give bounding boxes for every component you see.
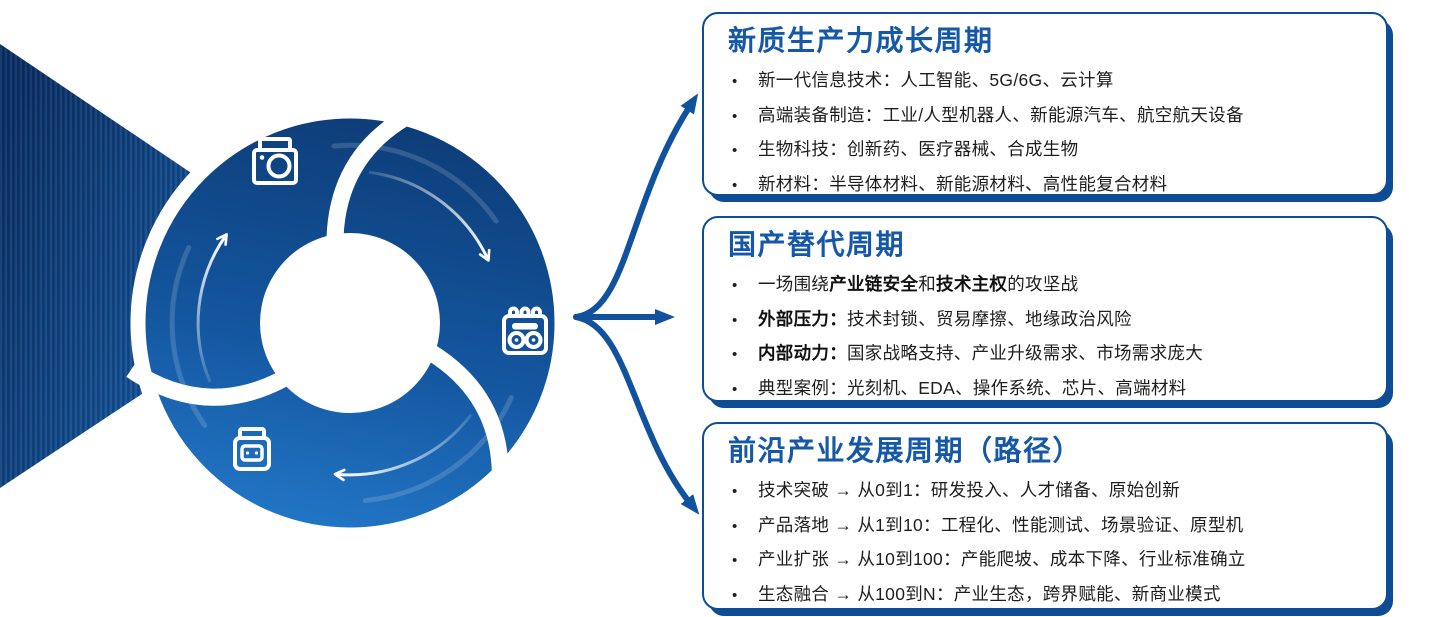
- branch-arrows: [573, 93, 700, 515]
- branch-arrow-top: [573, 93, 699, 320]
- bullet-dot: •: [732, 142, 738, 159]
- bullet-item: • 产业扩张 → 从10到100：产能爬坡、成本下降、行业标准确立: [728, 543, 1366, 578]
- bullet-item: • 外部压力：技术封锁、贸易摩擦、地缘政治风险: [728, 303, 1366, 338]
- bullet-text: 产业扩张 → 从10到100：产能爬坡、成本下降、行业标准确立: [758, 549, 1246, 569]
- bullet-text: 新一代信息技术：人工智能、5G/6G、云计算: [758, 70, 1114, 90]
- segment-dividers: [126, 102, 509, 490]
- camera-icon: [252, 137, 298, 185]
- donut-center: [260, 233, 440, 413]
- bullet-item: • 生物科技：创新药、医疗器械、合成生物: [728, 133, 1366, 168]
- bullet-item: • 新一代信息技术：人工智能、5G/6G、云计算: [728, 64, 1366, 99]
- bullet-text: 生态融合 → 从100到N：产业生态，跨界赋能、新商业模式: [758, 583, 1221, 604]
- bullet-text: 典型案例：光刻机、EDA、操作系统、芯片、高端材料: [758, 377, 1187, 398]
- bullet-text: 高端装备制造：工业/人型机器人、新能源汽车、航空航天设备: [758, 104, 1244, 125]
- panel-new-productivity: 新质生产力成长周期 • 新一代信息技术：人工智能、5G/6G、云计算 • 高端装备制造…: [702, 12, 1388, 196]
- bullet-text: 产品落地 → 从1到10：工程化、性能测试、场景验证、原型机: [758, 514, 1244, 535]
- panel-frontier-industry: 前沿产业发展周期（路径） • 技术突破 → 从0到1：研发投入、人才储备、原始创新…: [702, 422, 1388, 610]
- bullet-item: • 产品落地 → 从1到10：工程化、性能测试、场景验证、原型机: [728, 509, 1366, 544]
- panel-title: 前沿产业发展周期（路径）: [728, 435, 1083, 466]
- panel-title: 国产替代周期: [728, 229, 906, 260]
- bullet-list: • 新一代信息技术：人工智能、5G/6G、云计算 • 高端装备制造：工业/人型机器人、…: [728, 64, 1366, 202]
- bullet-item: • 生态融合 → 从100到N：产业生态，跨界赋能、新商业模式: [728, 578, 1366, 613]
- jar-icon: [233, 427, 271, 471]
- segment-highlights: [169, 142, 514, 503]
- bullet-text: 外部压力：技术封锁、贸易摩擦、地缘政治风险: [758, 308, 1132, 329]
- radio-icon: [502, 306, 548, 355]
- cycle-arrow: [196, 233, 228, 383]
- bullet-dot: •: [732, 107, 738, 125]
- bullet-dot: •: [732, 586, 738, 604]
- bullet-item: • 高端装备制造：工业/人型机器人、新能源汽车、航空航天设备: [728, 99, 1366, 134]
- donut-outer-ring: [130, 103, 570, 543]
- bullet-text: 新材料：半导体材料、新能源材料、高性能复合材料: [758, 173, 1168, 194]
- bullet-list: • 一场围绕产业链安全和技术主权的攻坚战 • 外部压力：技术封锁、贸易摩擦、地缘政治风…: [728, 268, 1366, 406]
- bullet-item: • 新材料：半导体材料、新能源材料、高性能复合材料: [728, 168, 1366, 203]
- cycle-arrow: [368, 170, 491, 262]
- bullet-dot: •: [732, 176, 738, 194]
- bullet-dot: •: [732, 483, 738, 500]
- bullet-dot: •: [732, 73, 738, 90]
- bullet-text: 生物科技：创新药、医疗器械、合成生物: [758, 139, 1079, 159]
- cycle-arrows: [196, 170, 491, 482]
- panel-title: 新质生产力成长周期: [728, 25, 994, 56]
- bullet-item: • 技术突破 → 从0到1：研发投入、人才储备、原始创新: [728, 474, 1366, 509]
- bullet-dot: •: [732, 552, 738, 569]
- bullet-dot: •: [732, 311, 738, 329]
- bullet-dot: •: [732, 346, 738, 363]
- branch-arrow-bottom: [573, 314, 700, 515]
- bullet-text: 内部动力：国家战略支持、产业升级需求、市场需求庞大: [758, 343, 1203, 363]
- bullet-item: • 内部动力：国家战略支持、产业升级需求、市场需求庞大: [728, 337, 1366, 372]
- bullet-text: 技术突破 → 从0到1：研发投入、人才储备、原始创新: [758, 480, 1180, 500]
- cycle-donut: [126, 102, 570, 543]
- bullet-item: • 一场围绕产业链安全和技术主权的攻坚战: [728, 268, 1366, 303]
- cycle-arrow: [333, 413, 473, 482]
- bullet-dot: •: [732, 517, 738, 535]
- bullet-dot: •: [732, 380, 738, 398]
- bullet-dot: •: [732, 277, 738, 294]
- bullet-item: • 典型案例：光刻机、EDA、操作系统、芯片、高端材料: [728, 372, 1366, 407]
- bullet-text: 一场围绕产业链安全和技术主权的攻坚战: [758, 274, 1079, 294]
- bullet-list: • 技术突破 → 从0到1：研发投入、人才储备、原始创新 • 产品落地 → 从1到10…: [728, 474, 1366, 612]
- panel-domestic-substitution: 国产替代周期 • 一场围绕产业链安全和技术主权的攻坚战 • 外部压力：技术封锁、贸易摩…: [702, 216, 1388, 402]
